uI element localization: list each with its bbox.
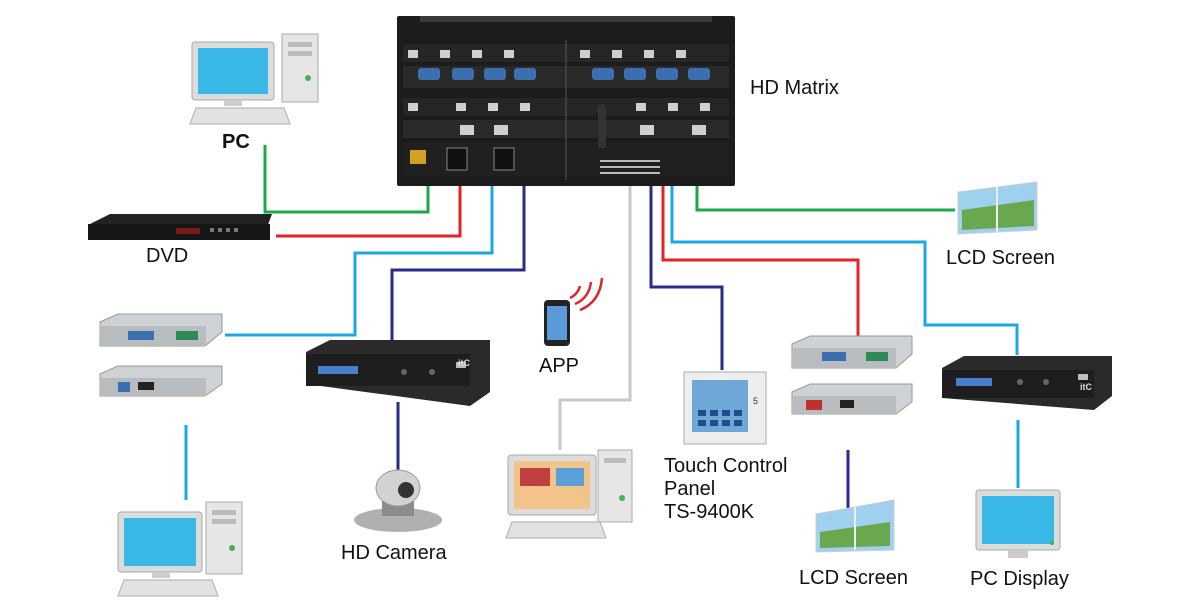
label-hd-matrix: HD Matrix <box>750 77 839 99</box>
panel-digit: 5 <box>753 396 758 406</box>
pc-top <box>189 33 319 125</box>
link-switcher-navy <box>390 118 526 340</box>
label-touch-panel: Touch Control Panel TS-9400K <box>664 455 788 523</box>
label-dvd: DVD <box>146 245 189 267</box>
left-extender-bottom <box>99 365 223 397</box>
link-app-gray <box>558 148 632 450</box>
pc-display <box>975 489 1061 558</box>
lcd-screen-top <box>957 181 1038 235</box>
touch-panel-icon: 5 <box>683 371 767 445</box>
logo-switcher-right: itC <box>1080 382 1092 392</box>
hd-switcher-center <box>306 340 490 406</box>
keyboard-icon <box>189 107 291 125</box>
lcd-screen-bottom <box>815 499 895 553</box>
label-pc-display: PC Display <box>970 568 1069 590</box>
pc-app <box>505 449 633 539</box>
link-lcd-green <box>695 96 955 212</box>
phone-icon <box>544 300 570 346</box>
dvd-device <box>88 214 272 240</box>
label-app: APP <box>539 355 580 377</box>
right-extender-top <box>791 335 913 369</box>
link-pcdisp-blue <box>670 118 1019 355</box>
wifi-icon <box>569 277 604 312</box>
monitor-icon <box>191 41 275 106</box>
camera-icon <box>354 469 442 532</box>
link-extender-blue <box>225 96 494 337</box>
link-rext-red <box>661 118 860 340</box>
right-extender-bottom <box>791 383 913 415</box>
logo-switcher-center: itC <box>458 358 470 368</box>
pc-bottom-left <box>117 501 243 597</box>
label-hd-camera: HD Camera <box>341 542 447 564</box>
connections <box>184 96 1020 510</box>
hd-switcher-right <box>942 356 1112 410</box>
link-touch-navy <box>649 148 724 370</box>
label-lcd-screen-bottom: LCD Screen <box>799 567 908 589</box>
left-extender-top <box>99 313 223 347</box>
label-lcd-screen-top: LCD Screen <box>946 247 1055 269</box>
label-pc: PC <box>222 131 250 153</box>
hd-matrix-device <box>397 16 735 186</box>
pc-tower-icon <box>281 33 319 103</box>
